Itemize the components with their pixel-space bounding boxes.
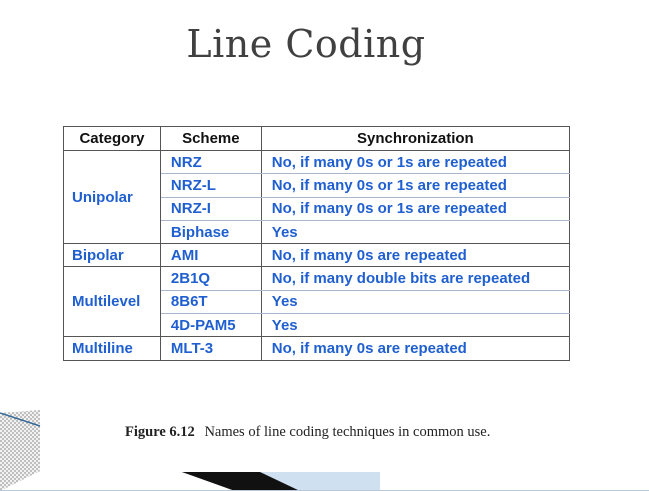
scheme-cell: Biphase [159, 220, 262, 245]
scheme-cell: AMI [159, 243, 262, 268]
table-body: Unipolar NRZ No, if many 0s or 1s are re… [63, 150, 571, 361]
category-cell: Bipolar [63, 243, 161, 268]
table-row: Biphase Yes [64, 220, 571, 245]
header-category: Category [63, 126, 161, 151]
category-cell: Multilevel [63, 266, 161, 338]
table-row: Multilevel 2B1Q No, if many double bits … [63, 266, 571, 338]
sync-cell: No, if many 0s are repeated [260, 243, 571, 268]
sync-cell: Yes [260, 220, 571, 245]
table-row: NRZ-I No, if many 0s or 1s are repeated [64, 197, 571, 221]
scheme-cell: 8B6T [159, 290, 262, 315]
sync-cell: No, if many 0s or 1s are repeated [260, 197, 571, 221]
table-row: Bipolar AMI No, if many 0s are repeated [63, 243, 571, 268]
sync-cell: No, if many 0s or 1s are repeated [260, 150, 571, 175]
category-cell: Multiline [63, 336, 161, 361]
sync-cell: No, if many double bits are repeated [260, 266, 571, 291]
scheme-cell: NRZ-L [159, 173, 262, 198]
table-row: 4D-PAM5 Yes [64, 313, 571, 338]
scheme-cell: 4D-PAM5 [159, 313, 262, 338]
category-cell: Unipolar [63, 150, 161, 245]
scheme-cell: MLT-3 [159, 336, 262, 361]
figure-label: Figure 6.12 [125, 424, 195, 440]
scheme-cell: 2B1Q [159, 266, 262, 291]
scheme-cell: NRZ-I [159, 197, 262, 221]
scheme-cell: NRZ [159, 150, 262, 175]
line-coding-table: Category Scheme Synchronization Unipolar… [63, 126, 571, 361]
slide-title: Line Coding [186, 22, 426, 66]
sync-cell: Yes [260, 313, 571, 338]
table-header: Category Scheme Synchronization [63, 126, 571, 151]
header-synchronization: Synchronization [260, 126, 571, 151]
table-row: 8B6T Yes [64, 290, 571, 315]
table-row: Unipolar NRZ No, if many 0s or 1s are re… [63, 150, 571, 245]
sync-cell: Yes [260, 290, 571, 315]
header-scheme: Scheme [159, 126, 262, 151]
table-row: NRZ-L No, if many 0s or 1s are repeated [64, 173, 571, 198]
figure-caption-text: Names of line coding techniques in commo… [204, 424, 491, 440]
table-row: Multiline MLT-3 No, if many 0s are repea… [63, 336, 571, 361]
figure-caption: Figure 6.12 Names of line coding techniq… [125, 424, 490, 441]
sync-cell: No, if many 0s are repeated [260, 336, 571, 361]
sync-cell: No, if many 0s or 1s are repeated [260, 173, 571, 198]
